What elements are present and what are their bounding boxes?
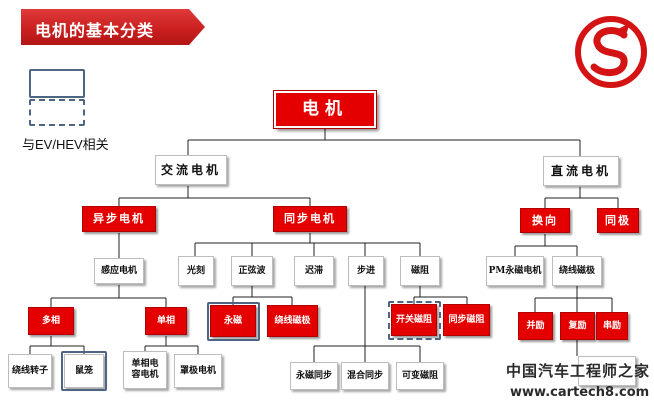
- node-singlephase: 单相: [145, 307, 187, 335]
- watermark-cn: 中国汽车工程师之家: [506, 362, 651, 380]
- node-compound: 串励: [596, 312, 628, 340]
- node-dc-motor: 直流电机: [543, 156, 619, 186]
- node-homopolar: 同极: [597, 208, 639, 233]
- legend-label: 与EV/HEV相关: [22, 137, 109, 152]
- node-motor: 电机: [273, 90, 377, 129]
- node-ac-motor: 交流电机: [155, 155, 227, 185]
- legend-dashed-box: [29, 99, 85, 126]
- node-shunt: 复励: [560, 312, 595, 340]
- node-commutator: 换向: [520, 208, 570, 233]
- node-pm-sync: 永磁: [210, 305, 256, 337]
- node-wound-field-sync: 绕线磁极: [267, 305, 318, 337]
- node-variable-reluctance: 可变磁阻: [396, 362, 444, 390]
- node-hysteresis: 迟滞: [294, 256, 334, 286]
- legend-solid-box: [29, 69, 85, 98]
- section-title-banner: 电机的基本分类: [21, 9, 205, 45]
- node-shaded-pole: 罩极电机: [174, 354, 222, 388]
- node-multiphase: 多相: [28, 307, 74, 335]
- node-series: 并励: [518, 312, 553, 340]
- node-wound-field-dc: 绕线磁极: [552, 256, 602, 286]
- node-optical: 光刻: [178, 256, 214, 286]
- node-switched-reluctance: 开关磁阻: [391, 304, 437, 336]
- node-squirrel-cage: 鼠笼: [64, 354, 104, 388]
- highlight-pm-sync: [207, 302, 260, 341]
- node-induction-motor: 感应电机: [94, 258, 144, 284]
- node-dc-leaf: [578, 356, 636, 386]
- node-pm-dc: PM永磁电机: [486, 256, 544, 286]
- node-stepper: 步进: [348, 256, 384, 286]
- node-async-motor: 异步电机: [82, 206, 156, 232]
- node-sync-motor: 同步电机: [273, 206, 347, 232]
- node-winding-rotor: 绕线转子: [8, 354, 52, 388]
- node-sync-reluctance: 同步磁阻: [443, 304, 490, 336]
- node-hybrid-stepper: 混合同步: [341, 362, 389, 390]
- page-title: 电机的基本分类: [35, 21, 155, 40]
- node-sine-wave: 正弦波: [231, 256, 273, 286]
- node-single-phase-appliance-label: 单相电容电机: [131, 359, 159, 380]
- highlight-squirrel-cage: [61, 351, 107, 391]
- highlight-switched-reluctance: [388, 301, 441, 340]
- node-pm-stepper: 永磁同步: [290, 362, 338, 390]
- brand-logo-icon: [575, 16, 647, 88]
- watermark-url: www.cartech8.com: [510, 385, 650, 400]
- node-reluctance: 磁阻: [400, 256, 440, 286]
- node-single-phase-appliance: 单相电容电机: [123, 351, 167, 389]
